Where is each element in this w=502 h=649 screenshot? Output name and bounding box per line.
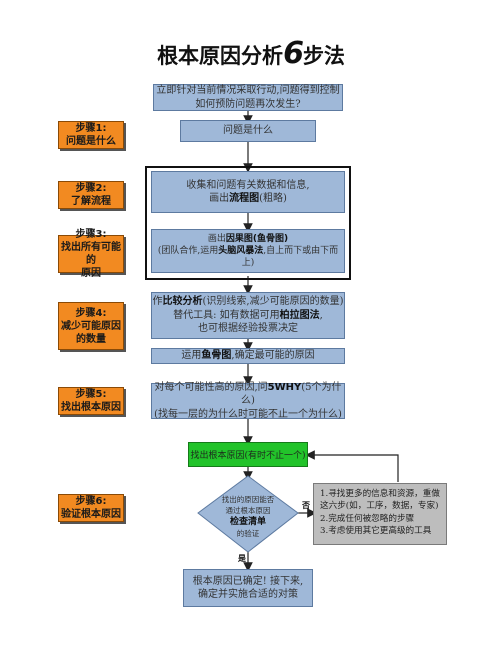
note-item-1: 1.寻找更多的信息和资源，重做这六步(如，工序，数据，专家) (320, 489, 440, 512)
step-5-label: 步骤5: 找出根本原因 (58, 387, 124, 415)
root-cause-found-box: 找出根本原因(有时不止一个) (188, 442, 308, 467)
compare-line-1a: 作 (152, 296, 163, 308)
title-text: 根本原因分析 (157, 44, 284, 68)
cause-line-1a: 画出 (207, 233, 226, 244)
cause-box: 画出因果图(鱼骨图) (团队合作,运用头脑风暴法,自上而下或由下而上) (151, 229, 345, 273)
five-why-term: 5WHY (267, 381, 302, 393)
pareto-term: 柏拉图法 (279, 309, 320, 321)
compare-line-2c: , (319, 309, 323, 321)
no-label: 否 (302, 501, 310, 510)
collect-box: 收集和问题有关数据和信息, 画出流程图(粗略) (151, 171, 345, 213)
note-item-2: 2.完成任何被忽略的步骤 (320, 513, 415, 524)
decision-line-1: 找出的原因能否 (221, 495, 275, 504)
title-six: 6 (283, 36, 304, 71)
compare-line-1c: (识别线索,减少可能原因的数量) (202, 296, 344, 308)
why-line-2: (找每一层的为什么时可能不止一个为什么) (154, 408, 342, 420)
step-2-3-frame (145, 166, 351, 280)
fishbone-box: 运用鱼骨图,确定最可能的原因 (151, 348, 345, 364)
collect-line-2a: 画出 (209, 193, 230, 204)
flowchart-term: 流程图 (229, 193, 260, 204)
why-line-1c: (5个为什么) (241, 381, 342, 407)
page-title: 根本原因分析6步法 (0, 36, 502, 71)
step-4-label: 步骤4: 减少可能原因 的数量 (58, 302, 124, 350)
brainstorm-term: 头脑风暴法 (218, 245, 264, 256)
intro-box: 立即针对当前情况采取行动,问题得到控制 如何预防问题再次发生? (153, 84, 343, 111)
compare-term: 比较分析 (162, 296, 203, 308)
fish-line-c: ,确定最可能的原因 (231, 350, 315, 362)
final-box: 根本原因已确定! 接下来, 确定并实施合适的对策 (183, 569, 313, 607)
step-2-label: 步骤2: 了解流程 (58, 181, 124, 209)
note-item-3: 3.考虑使用其它更高级的工具 (320, 526, 432, 537)
checklist-term: 检查清单 (229, 517, 266, 527)
decision-diamond (197, 475, 299, 553)
why-line-1a: 对每个可能性高的原因,问 (154, 381, 268, 393)
yes-label: 是 (238, 554, 246, 563)
collect-line-1: 收集和问题有关数据和信息, (186, 179, 310, 191)
arrow-note-back (305, 450, 399, 482)
problem-box: 问题是什么 (180, 120, 316, 142)
fishbone-term: 因果图(鱼骨图) (225, 233, 289, 244)
fish-line-a: 运用 (181, 350, 202, 362)
cause-line-2a: (团队合作,运用 (157, 245, 219, 256)
cause-line-2c: ,自上而下或由下而上) (241, 245, 339, 269)
decision-text: 找出的原因能否 通过根本原因 检查清单 的验证 (203, 495, 293, 539)
compare-box: 作比较分析(识别线索,减少可能原因的数量)替代工具: 如有数据可用柏拉图法, 也可… (151, 292, 345, 339)
step-3-label: 步骤3: 找出所有可能的 原因 (58, 229, 124, 279)
decision-line-2: 通过根本原因 (225, 505, 271, 515)
step-1-label: 步骤1: 问题是什么 (58, 121, 124, 149)
title-tail: 步法 (302, 44, 345, 68)
fishbone-term-2: 鱼骨图 (201, 350, 232, 362)
compare-line-2a: 替代工具: 如有数据可用 (173, 309, 280, 321)
decision-line-4: 的验证 (236, 528, 260, 538)
compare-line-3: 也可根据经验投票决定 (197, 323, 298, 335)
why-box: 对每个可能性高的原因,问5WHY(5个为什么)(找每一层的为什么时可能不止一个为… (151, 381, 345, 420)
step-6-label: 步骤6: 验证根本原因 (58, 494, 124, 522)
retry-note-box: 1.寻找更多的信息和资源，重做这六步(如，工序，数据，专家) 2.完成任何被忽略… (313, 483, 447, 545)
collect-line-2c: (粗略) (259, 193, 287, 204)
